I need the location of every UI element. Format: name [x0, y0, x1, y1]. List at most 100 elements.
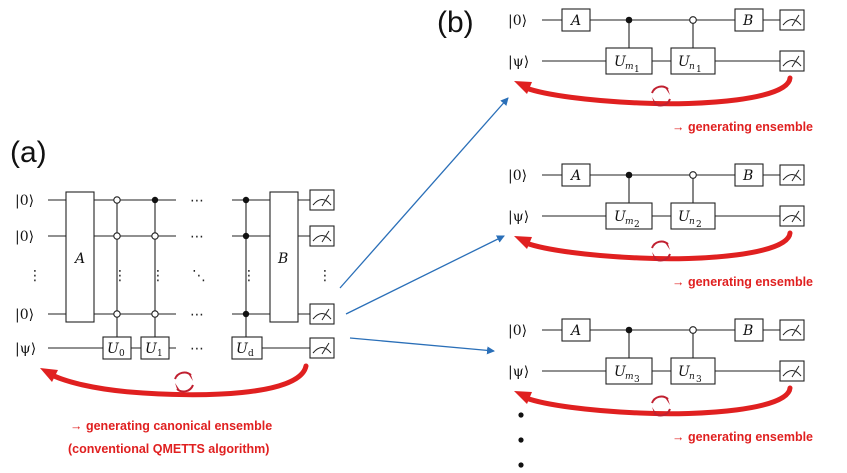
- open-control: [151, 310, 159, 318]
- gate-um-base: U: [614, 364, 627, 380]
- open-control: [689, 326, 697, 334]
- vdots-kets: ⋮: [28, 268, 42, 284]
- gate-b-label: B: [742, 168, 753, 184]
- vdots-meters: ⋮: [318, 268, 332, 284]
- gate-un-idx: 1: [696, 65, 702, 75]
- ket-zero: |0⟩: [508, 323, 527, 339]
- gate-un-base: U: [678, 209, 691, 225]
- hdots-q2: ⋯: [190, 229, 204, 245]
- panel-b-label: (b): [437, 6, 474, 39]
- gate-un-idx: 3: [696, 375, 702, 385]
- filled-control: [242, 232, 250, 240]
- meter-icon: [309, 337, 335, 359]
- gate-um-base: U: [614, 54, 627, 70]
- feedback-arrow: [523, 75, 793, 107]
- gate-ud: [231, 336, 263, 360]
- feedback-arrow: [523, 230, 793, 262]
- gate-u1-sub: 1: [157, 349, 163, 359]
- cycle-icon: [174, 371, 194, 393]
- gate-um: [605, 357, 653, 385]
- branch-arrow-3: [349, 337, 495, 355]
- vdots-col-2: ⋮: [151, 268, 165, 284]
- meter-icon: [779, 164, 805, 186]
- panel-a-label: (a): [10, 136, 47, 169]
- gate-u1: [140, 336, 170, 360]
- hdots-q3: ⋯: [190, 307, 204, 323]
- ket-psi: |ψ⟩: [508, 54, 529, 70]
- ket-psi: |ψ⟩: [508, 364, 529, 380]
- feedback-arrow: [47, 363, 309, 398]
- gate-u1-base: U: [145, 341, 158, 357]
- filled-control: [625, 16, 633, 24]
- gate-um-sub: m: [625, 217, 634, 227]
- feedback-arrow: [523, 385, 793, 417]
- open-control: [151, 232, 159, 240]
- gate-u0-sub: 0: [119, 349, 125, 359]
- gate-u0: [102, 336, 132, 360]
- vdots-col-d: ⋮: [242, 268, 256, 284]
- cycle-icon: [651, 395, 671, 417]
- gate-a: [65, 191, 95, 323]
- open-control: [113, 232, 121, 240]
- open-control: [689, 16, 697, 24]
- meter-icon: [309, 189, 335, 211]
- ket-zero: |0⟩: [508, 168, 527, 184]
- gate-a-label: A: [569, 13, 581, 29]
- gate-um: [605, 47, 653, 75]
- gate-ud-base: U: [236, 341, 249, 357]
- ket-zero-3: |0⟩: [15, 307, 34, 323]
- gate-un-base: U: [678, 54, 691, 70]
- gate-un-sub: n: [689, 62, 695, 72]
- gate-um-sub: m: [625, 372, 634, 382]
- caption-canonical: → generating canonical ensemble: [70, 419, 272, 433]
- ket-zero: |0⟩: [508, 13, 527, 29]
- branch-arrow-2: [345, 235, 505, 315]
- open-control: [113, 310, 121, 318]
- meter-icon: [779, 205, 805, 227]
- open-control: [113, 196, 121, 204]
- gate-um-idx: 3: [634, 375, 640, 385]
- cycle-icon: [651, 85, 671, 107]
- meter-icon: [779, 360, 805, 382]
- gate-a-label: A: [73, 251, 85, 267]
- gate-ud-sub: d: [248, 349, 254, 359]
- filled-control: [242, 196, 250, 204]
- gate-un: [670, 357, 716, 385]
- meter-icon: [779, 50, 805, 72]
- meter-icon: [309, 225, 335, 247]
- continuation-dot: [518, 412, 524, 418]
- ket-psi: |ψ⟩: [508, 209, 529, 225]
- gate-b-label: B: [742, 323, 753, 339]
- filled-control: [625, 326, 633, 334]
- caption-ensemble: → generating ensemble: [672, 430, 813, 444]
- gate-a: [561, 8, 591, 32]
- caption-ensemble: → generating ensemble: [672, 275, 813, 289]
- ket-zero-2: |0⟩: [15, 229, 34, 245]
- gate-a-label: A: [569, 168, 581, 184]
- gate-un-idx: 2: [696, 220, 702, 230]
- gate-b-label: B: [277, 251, 288, 267]
- hdots-q1: ⋯: [190, 193, 204, 209]
- gate-um-base: U: [614, 209, 627, 225]
- meter-icon: [309, 303, 335, 325]
- filled-control: [151, 196, 159, 204]
- caption-ensemble: → generating ensemble: [672, 120, 813, 134]
- gate-un-base: U: [678, 364, 691, 380]
- gate-um: [605, 202, 653, 230]
- branch-arrow-1: [339, 97, 509, 289]
- gate-u0-base: U: [107, 341, 120, 357]
- gate-un-sub: n: [689, 372, 695, 382]
- ddots: ⋱: [192, 268, 206, 284]
- gate-un: [670, 202, 716, 230]
- gate-un: [670, 47, 716, 75]
- gate-a: [561, 318, 591, 342]
- open-control: [689, 171, 697, 179]
- caption-qmetts: (conventional QMETTS algorithm): [68, 442, 269, 456]
- ket-psi: |ψ⟩: [15, 341, 36, 357]
- gate-b-label: B: [742, 13, 753, 29]
- meter-icon: [779, 9, 805, 31]
